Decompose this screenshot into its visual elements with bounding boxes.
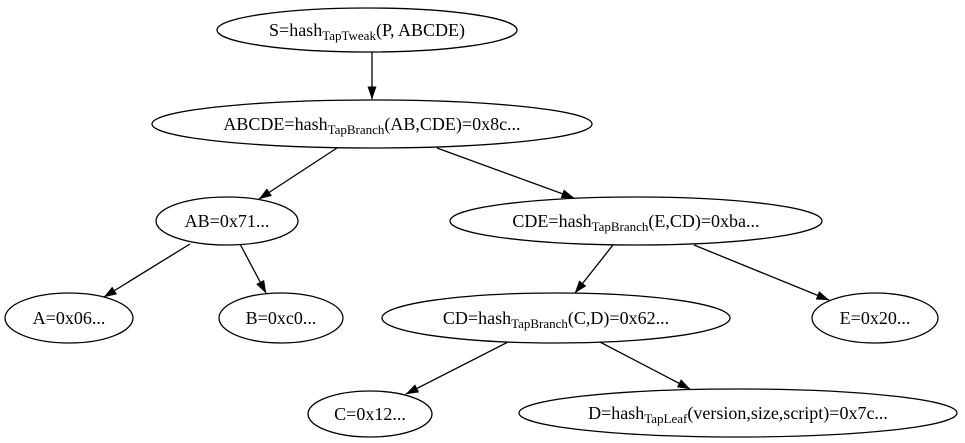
node-ellipse-A: [4, 292, 134, 344]
edge-ABCDE-to-AB: [258, 147, 338, 200]
node-ellipse-E: [811, 292, 939, 344]
node-ellipse-S: [216, 7, 518, 53]
node-S: S=hashTapTweak(P, ABCDE): [216, 7, 518, 53]
edge-AB-to-B: [239, 243, 267, 294]
edge-CDE-to-CD: [574, 244, 614, 294]
node-ellipse-CDE: [449, 196, 823, 246]
edge-AB-to-A: [103, 243, 191, 298]
node-A: A=0x06...: [4, 292, 134, 344]
node-CDE: CDE=hashTapBranch(E,CD)=0xba...: [449, 196, 823, 246]
node-label-CDE: CDE=hashTapBranch(E,CD)=0xba...: [512, 211, 759, 234]
node-CD: CD=hashTapBranch(C,D)=0x62...: [381, 292, 731, 344]
edge-CDE-to-E: [693, 244, 830, 301]
node-label-CD: CD=hashTapBranch(C,D)=0x62...: [443, 308, 669, 331]
edge-CD-to-C: [405, 340, 511, 395]
node-label-ABCDE: ABCDE=hashTapBranch(AB,CDE)=0x8c...: [223, 114, 520, 137]
node-ellipse-D: [518, 388, 958, 438]
node-E: E=0x20...: [811, 292, 939, 344]
edge-CD-to-D: [597, 340, 691, 390]
node-ellipse-B: [218, 292, 344, 344]
node-label-B: B=0xc0...: [246, 308, 317, 328]
node-D: D=hashTapLeaf(version,size,script)=0x7c.…: [518, 388, 958, 438]
node-ellipse-ABCDE: [151, 99, 593, 149]
node-C: C=0x12...: [307, 390, 433, 438]
node-AB: AB=0x71...: [155, 196, 299, 246]
node-ellipse-CD: [381, 292, 731, 344]
node-B: B=0xc0...: [218, 292, 344, 344]
node-label-S: S=hashTapTweak(P, ABCDE): [269, 20, 465, 43]
edge-ABCDE-to-CDE: [436, 147, 575, 199]
node-label-AB: AB=0x71...: [185, 211, 270, 231]
node-ellipse-C: [307, 390, 433, 438]
node-ABCDE: ABCDE=hashTapBranch(AB,CDE)=0x8c...: [151, 99, 593, 149]
node-label-E: E=0x20...: [840, 308, 911, 328]
node-label-D: D=hashTapLeaf(version,size,script)=0x7c.…: [588, 403, 888, 426]
node-label-A: A=0x06...: [33, 308, 106, 328]
node-label-C: C=0x12...: [334, 404, 406, 424]
node-ellipse-AB: [155, 196, 299, 246]
